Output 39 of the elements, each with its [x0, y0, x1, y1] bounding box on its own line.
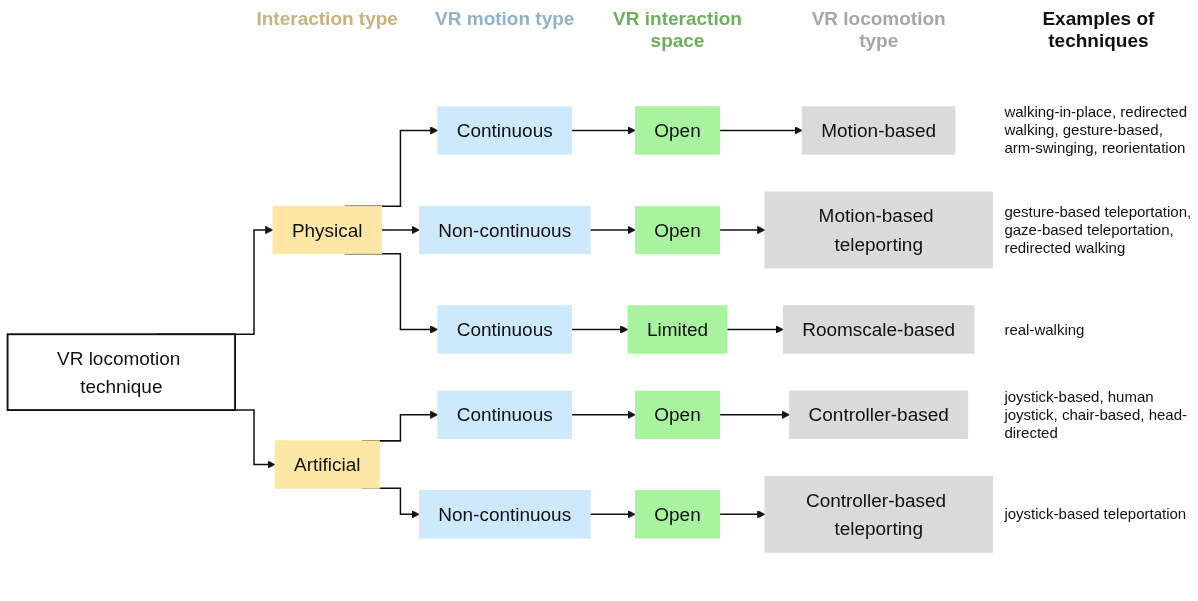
- arrow: [570, 410, 636, 419]
- node-box: Controller-based: [789, 390, 969, 439]
- example-text: joystick-based teleportation: [1004, 505, 1188, 524]
- arrow: [726, 325, 784, 334]
- node-box: Motion-based: [801, 106, 956, 155]
- arrow: [570, 325, 629, 334]
- arrow: [589, 510, 636, 519]
- arrow: [380, 225, 420, 235]
- node-box: Continuous: [437, 305, 573, 354]
- node-box: Open: [634, 390, 721, 439]
- column-heading: VR interaction space: [612, 8, 743, 52]
- example-text: joystick-based, human joystick, chair-based, head-directed: [1004, 387, 1188, 442]
- node-box: Non-continuous: [418, 205, 591, 255]
- node-box: VR locomotion technique: [6, 333, 236, 411]
- node-box: Controller-based teleporting: [764, 475, 993, 553]
- column-heading: VR locomotion type: [810, 8, 947, 52]
- arrow: [589, 225, 636, 235]
- column-heading: Interaction type: [255, 8, 399, 30]
- example-text: gesture-based teleportation, gaze-based teleportation, redirected walking: [1004, 202, 1193, 257]
- arrow: [718, 510, 766, 519]
- node-box: Physical: [272, 205, 382, 255]
- node-box: Open: [634, 106, 721, 155]
- node-box: Open: [634, 205, 721, 255]
- node-box: Roomscale-based: [782, 305, 975, 354]
- arrow: [570, 126, 636, 135]
- node-box: Motion-based teleporting: [764, 191, 993, 269]
- example-text: real-walking: [1004, 320, 1086, 339]
- example-text: walking-in-place, redirected walking, gesture-based, arm-swinging, reorientation: [1004, 103, 1188, 158]
- node-box: Continuous: [437, 106, 573, 155]
- column-heading: VR motion type: [434, 8, 576, 30]
- node-box: Limited: [627, 305, 728, 354]
- arrow: [718, 225, 766, 235]
- arrow: [718, 126, 803, 135]
- node-box: Artificial: [274, 440, 380, 489]
- node-box: Continuous: [437, 390, 573, 439]
- arrow: [718, 410, 791, 419]
- node-box: Non-continuous: [418, 490, 591, 539]
- node-box: Open: [634, 490, 721, 539]
- column-heading: Examples of techniques: [1041, 8, 1156, 52]
